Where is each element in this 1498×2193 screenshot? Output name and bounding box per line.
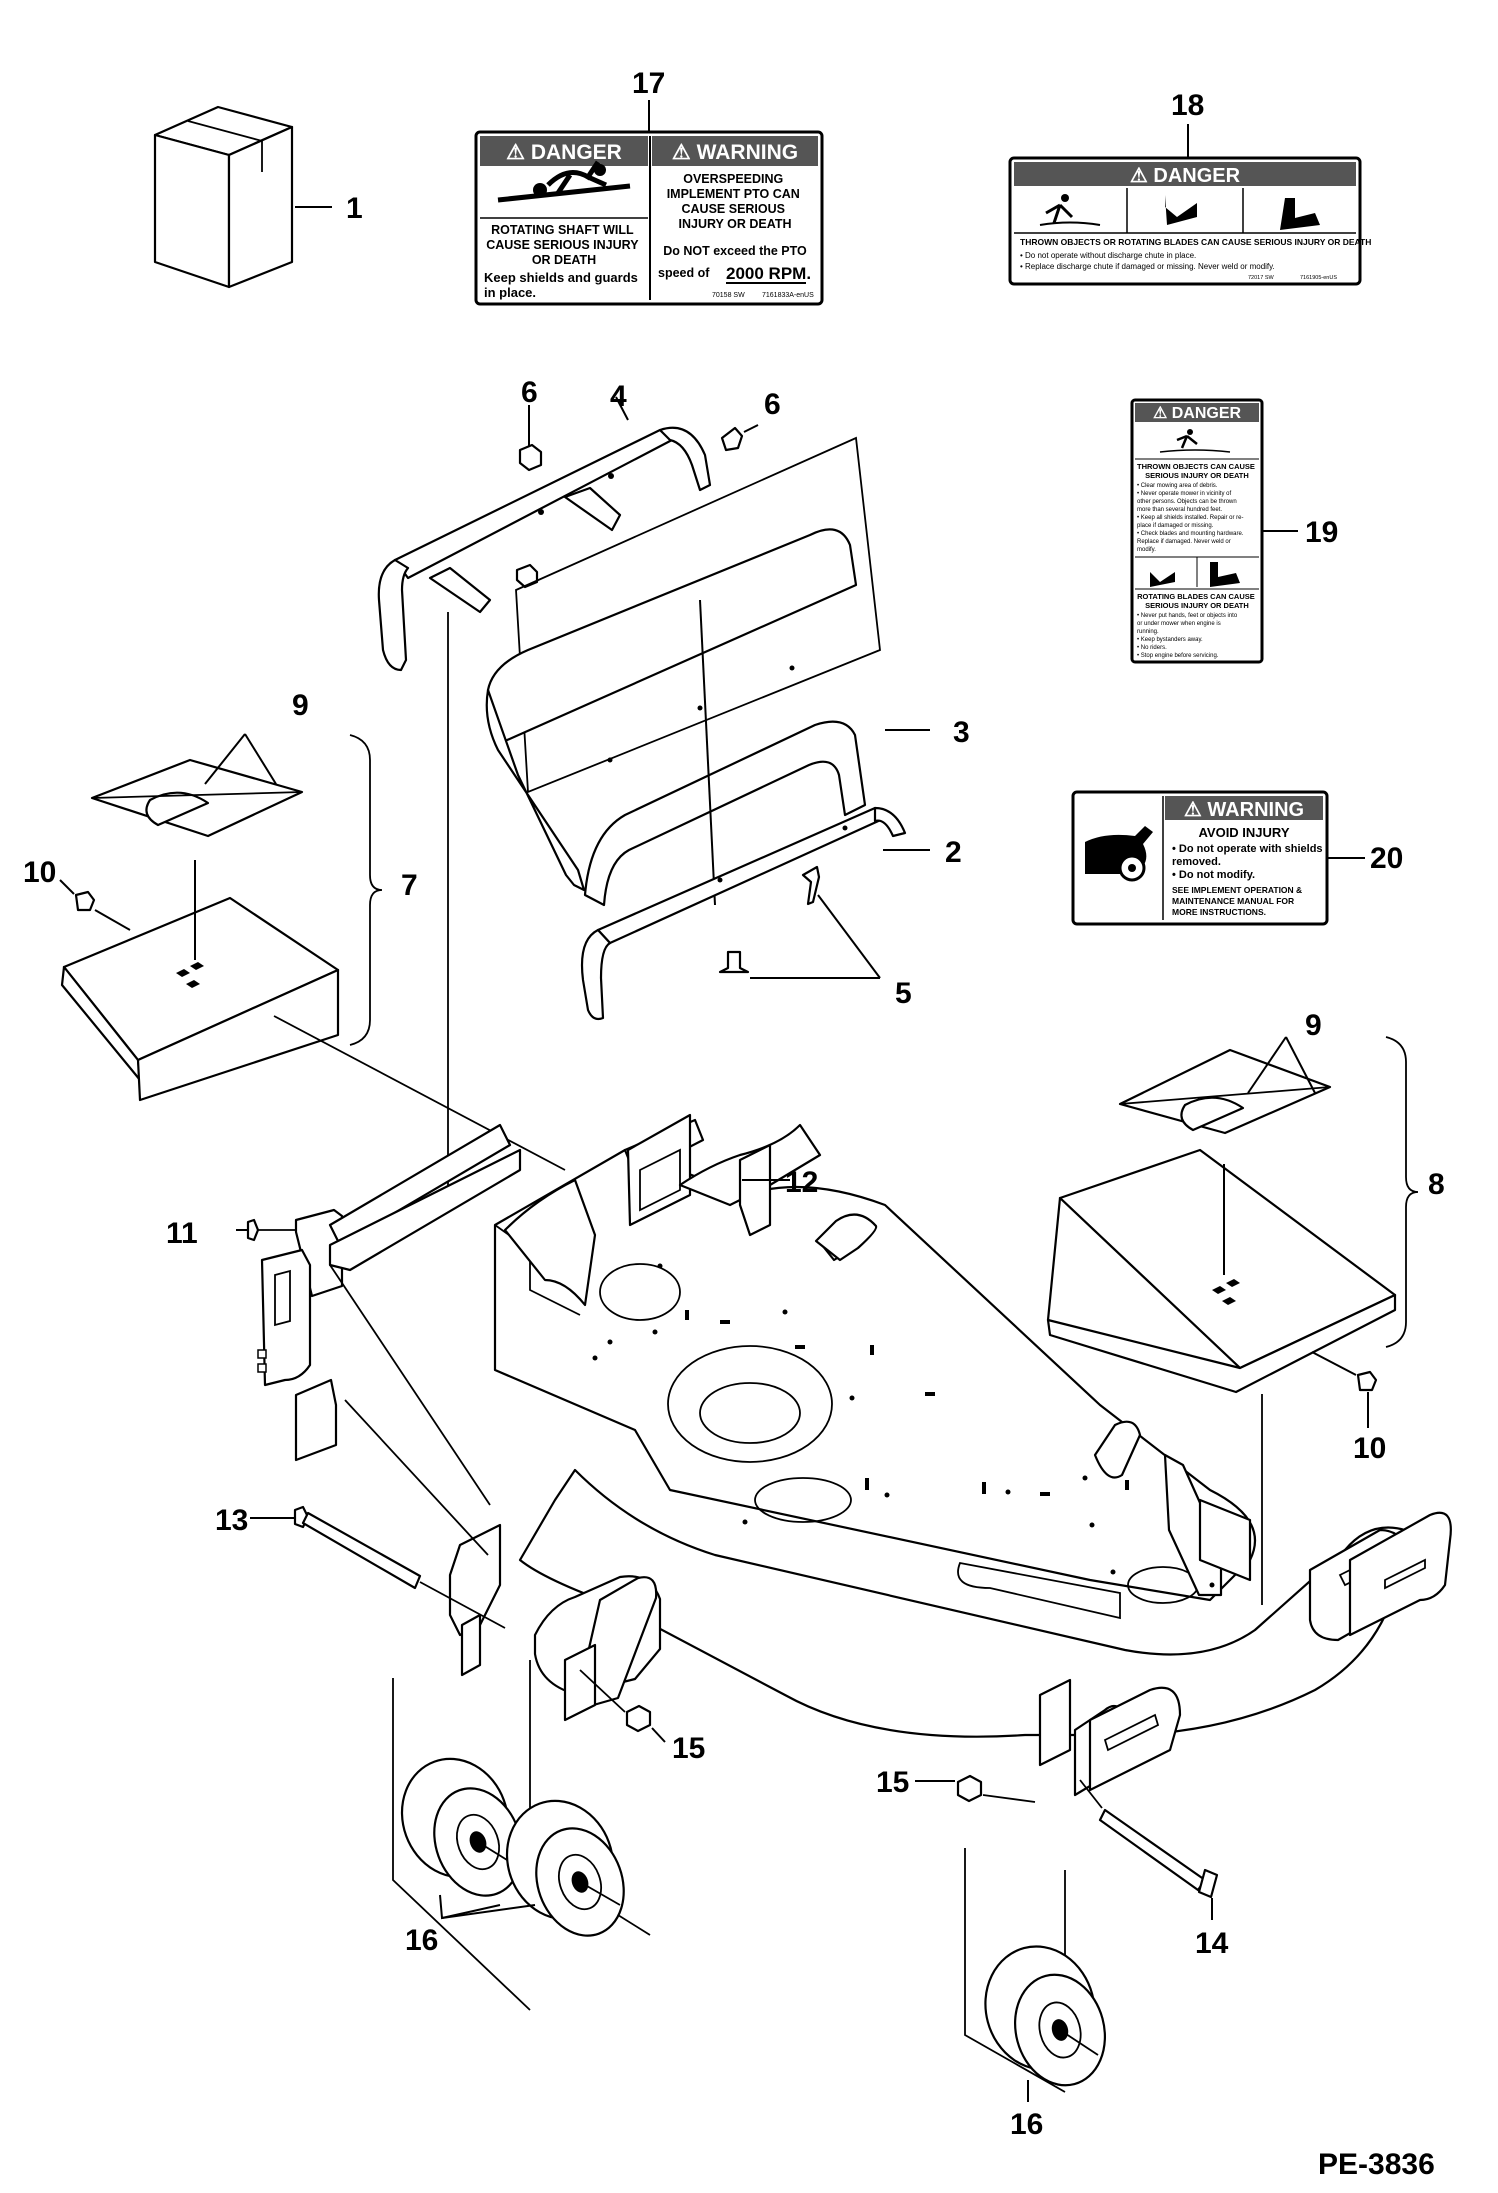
- callout-8: 8: [1428, 1168, 1445, 1201]
- decal19-pictogram-top: [1159, 429, 1231, 453]
- upper-bracket: [377, 396, 759, 1190]
- callout-1: 1: [346, 192, 363, 225]
- decal18-bullets: • Do not operate without discharge chute…: [1020, 251, 1275, 271]
- callout-5: 5: [895, 977, 912, 1010]
- callout-16b: 16: [1010, 2108, 1043, 2141]
- wheel-middle: [505, 1799, 625, 1937]
- decal17-speed-label: speed of: [658, 266, 710, 280]
- caster-wheels: [392, 1660, 1107, 2102]
- callout-10b: 10: [1353, 1432, 1386, 1465]
- decal17-danger-instruction: Keep shields and guards in place.: [484, 270, 642, 300]
- callout-6b: 6: [764, 388, 781, 421]
- decal-19: ⚠ DANGER THROWN OBJECTS CAN CAUSE SERIOU…: [1130, 398, 1298, 664]
- decal19-bullets1: • Clear mowing area of debris. • Never o…: [1137, 483, 1245, 553]
- callout-13: 13: [215, 1504, 248, 1537]
- decal17-warning-text: OVERSPEEDING IMPLEMENT PTO CAN CAUSE SER…: [667, 172, 804, 231]
- callout-3: 3: [953, 716, 970, 749]
- decal20-pictogram: [1085, 826, 1153, 882]
- decal18-banner: ⚠ DANGER: [1130, 165, 1241, 187]
- decal-20: ⚠ WARNING AVOID INJURY • Do not operate …: [1071, 790, 1365, 926]
- callout-12: 12: [785, 1166, 818, 1199]
- decal19-banner: ⚠ DANGER: [1153, 405, 1242, 422]
- callout-16a: 16: [405, 1924, 438, 1957]
- kit-box: [153, 105, 332, 289]
- decal20-headline: AVOID INJURY: [1198, 825, 1289, 840]
- wheel-left: [400, 1757, 523, 1897]
- lower-bracket: [580, 806, 930, 1021]
- decal19-headline2: ROTATING BLADES CAN CAUSE SERIOUS INJURY…: [1137, 592, 1257, 610]
- decal20-footer: SEE IMPLEMENT OPERATION & MAINTENANCE MA…: [1172, 885, 1305, 917]
- right-cover-assembly: [1046, 1036, 1419, 1605]
- callout-19: 19: [1305, 516, 1338, 549]
- deck-holes: [592, 1263, 1215, 1588]
- callout-15b: 15: [876, 1766, 909, 1799]
- rotating-shaft-pictogram: [497, 160, 631, 203]
- decal20-banner: ⚠ WARNING: [1184, 799, 1304, 821]
- decal17-warning-banner: ⚠ WARNING: [672, 141, 798, 164]
- callout-18: 18: [1171, 89, 1204, 122]
- decal17-danger-text: ROTATING SHAFT WILL CAUSE SERIOUS INJURY…: [486, 223, 642, 267]
- decal17-warning-instruction: Do NOT exceed the PTO: [663, 244, 807, 258]
- decal17-code-left: 70158 SW: [712, 292, 745, 299]
- callout-15a: 15: [672, 1732, 705, 1765]
- decal19-bullets2: • Never put hands, feet or objects into …: [1137, 613, 1239, 659]
- deck-hardware-leads: [236, 1179, 1219, 1920]
- wheel-right: [984, 1945, 1107, 2087]
- decal20-bullets: • Do not operate with shields removed. •…: [1172, 843, 1326, 881]
- decal18-code-left: 72017 SW: [1248, 275, 1274, 281]
- callout-numbers: 1 17 18 6 4 6 19 9 3 10 7 2 20 5 9 12 8 …: [23, 67, 1445, 2141]
- callout-6a: 6: [521, 376, 538, 409]
- decal18-code-right: 7161905-enUS: [1300, 275, 1337, 281]
- callout-9a: 9: [292, 689, 309, 722]
- callout-2: 2: [945, 836, 962, 869]
- decal-17: ⚠ DANGER ⚠ WARNING ROTATING SHAFT WILL C…: [474, 100, 824, 306]
- callout-7: 7: [401, 869, 418, 902]
- left-cover-assembly: [59, 733, 566, 1171]
- decal-18: ⚠ DANGER THROWN OBJECTS OR ROTATING BLAD…: [1008, 124, 1371, 286]
- callout-9b: 9: [1305, 1009, 1322, 1042]
- decal17-danger-banner: ⚠ DANGER: [506, 141, 622, 164]
- callout-11: 11: [166, 1217, 198, 1250]
- callout-4: 4: [610, 380, 627, 413]
- discharge-chute: [485, 436, 930, 907]
- callout-14: 14: [1195, 1927, 1229, 1960]
- decal17-rpm: 2000 RPM.: [726, 264, 811, 283]
- callout-20: 20: [1370, 842, 1403, 875]
- decal18-pictograms: [1039, 188, 1320, 233]
- callout-10a: 10: [23, 856, 56, 889]
- callout-17: 17: [632, 67, 665, 100]
- mower-deck: [257, 1113, 1452, 1797]
- decal19-pictogram-bottom: [1150, 557, 1240, 587]
- decal17-code-right: 7161833A-enUS: [762, 292, 814, 299]
- decal18-headline: THROWN OBJECTS OR ROTATING BLADES CAN CA…: [1020, 237, 1371, 247]
- figure-code: PE-3836: [1318, 2148, 1435, 2181]
- decal19-headline1: THROWN OBJECTS CAN CAUSE SERIOUS INJURY …: [1137, 462, 1257, 480]
